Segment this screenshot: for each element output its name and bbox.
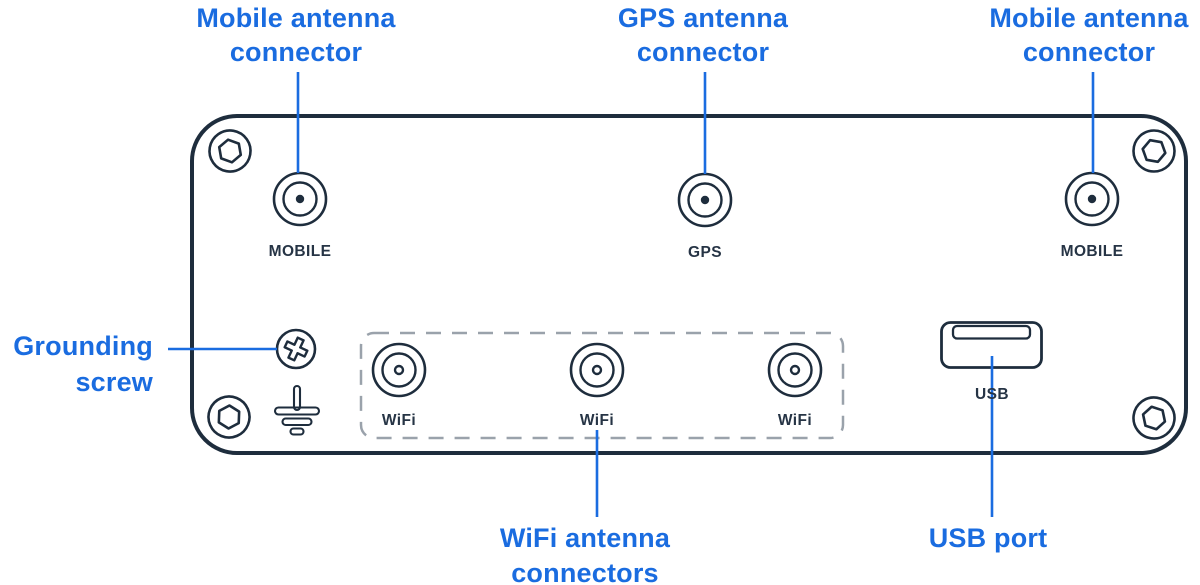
callout-text-line: connectors xyxy=(511,558,659,585)
callout-text-line: WiFi antenna xyxy=(499,523,671,553)
mobile-antenna-connector-left xyxy=(272,171,328,227)
callout-text-line: USB port xyxy=(928,523,1048,553)
panel-label-mobile-left: MOBILE xyxy=(269,243,332,260)
usb-port xyxy=(940,321,1043,369)
callout-mobile-antenna-connector-right: Mobile antenna connector xyxy=(939,1,1200,69)
gps-antenna-connector xyxy=(677,172,733,228)
callout-usb-port: USB port xyxy=(838,521,1138,556)
wifi-antenna-connector-2 xyxy=(569,342,625,398)
callout-text-line: Grounding xyxy=(13,331,153,361)
callout-mobile-antenna-connector-left: Mobile antenna connector xyxy=(146,1,446,69)
callout-text-line: Mobile antenna xyxy=(989,3,1189,33)
panel-label-mobile-right: MOBILE xyxy=(1061,243,1124,260)
panel-label-wifi-1: WiFi xyxy=(382,412,416,429)
panel-label-wifi-3: WiFi xyxy=(778,412,812,429)
panel-label-usb: USB xyxy=(975,386,1009,403)
device-panel-outline xyxy=(190,114,1188,455)
panel-label-wifi-2: WiFi xyxy=(580,412,614,429)
panel-label-gps: GPS xyxy=(688,244,722,261)
wifi-antenna-connector-1 xyxy=(371,342,427,398)
callout-text-line: connector xyxy=(636,37,770,67)
callout-text-line: screw xyxy=(75,367,153,397)
callout-wifi-antenna-connectors: WiFi antenna connectors xyxy=(435,521,735,585)
corner-screw-top-right xyxy=(1132,129,1176,173)
grounding-screw xyxy=(275,328,317,370)
callout-text-line: connector xyxy=(1022,37,1156,67)
callout-text-line: connector xyxy=(229,37,363,67)
grounding-symbol-icon xyxy=(273,384,321,436)
callout-grounding-screw: Grounding screw xyxy=(0,328,153,400)
mobile-antenna-connector-right xyxy=(1064,171,1120,227)
wifi-antenna-connector-3 xyxy=(767,342,823,398)
callout-text-line: GPS antenna xyxy=(617,3,789,33)
callout-gps-antenna-connector: GPS antenna connector xyxy=(553,1,853,69)
callout-text-line: Mobile antenna xyxy=(196,3,396,33)
